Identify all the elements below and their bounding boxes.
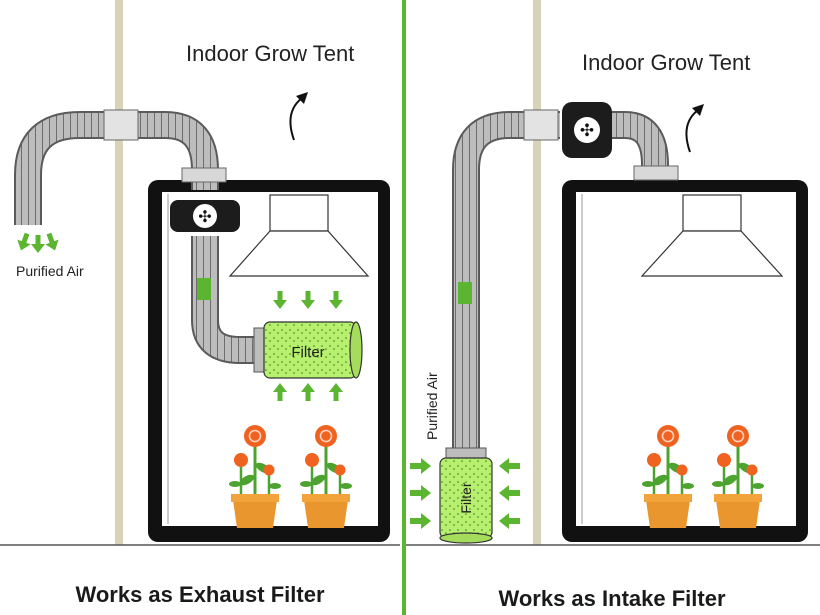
right-intake-duct	[454, 113, 667, 452]
right-grow-lamp	[640, 230, 784, 277]
fan-icon: ✣	[198, 209, 211, 226]
left-grow-lamp	[228, 230, 370, 277]
curved-arrow-icon	[289, 97, 303, 141]
left-purified-air-arrows	[14, 231, 62, 253]
panel-divider	[402, 0, 406, 615]
arrow-up-icon	[197, 278, 211, 300]
arrow-left-icon	[499, 458, 520, 474]
right-purified-air-label: Purified Air	[424, 372, 440, 440]
arrow-left-icon	[499, 513, 520, 529]
fan-icon: ✣	[580, 121, 594, 140]
left-purified-air-label: Purified Air	[16, 263, 84, 279]
arrow-right-icon	[410, 485, 431, 501]
left-wall-collar	[103, 109, 139, 141]
left-filter-duct	[193, 236, 262, 362]
right-filter-label: Filter	[458, 482, 474, 513]
arrow-down-icon	[14, 231, 34, 253]
right-caption: Works as Intake Filter	[498, 586, 725, 611]
arrow-down-icon	[42, 231, 62, 253]
left-filter-label: Filter	[291, 344, 324, 361]
right-inflow-arrows-left	[410, 458, 431, 529]
arrow-left-icon	[499, 485, 520, 501]
left-tent-title: Indoor Grow Tent	[186, 41, 354, 66]
exhaust-panel: ✣ Filter Purified Air	[0, 0, 400, 607]
right-wall-pole	[533, 0, 541, 545]
arrow-right-icon	[410, 458, 431, 474]
left-wall-pole	[115, 0, 123, 545]
right-wall-collar	[523, 109, 559, 141]
intake-panel: ✣ Filter Purified Air Indoor Grow Tent W…	[406, 0, 820, 611]
right-inflow-arrows-right	[499, 458, 520, 529]
left-outlet-duct	[15, 113, 217, 225]
right-tent-title: Indoor Grow Tent	[582, 50, 750, 75]
arrow-down-icon	[31, 235, 45, 253]
left-caption: Works as Exhaust Filter	[75, 582, 324, 607]
curved-arrow-icon	[685, 109, 699, 153]
arrow-up-icon	[458, 282, 472, 304]
arrow-right-icon	[410, 513, 431, 529]
